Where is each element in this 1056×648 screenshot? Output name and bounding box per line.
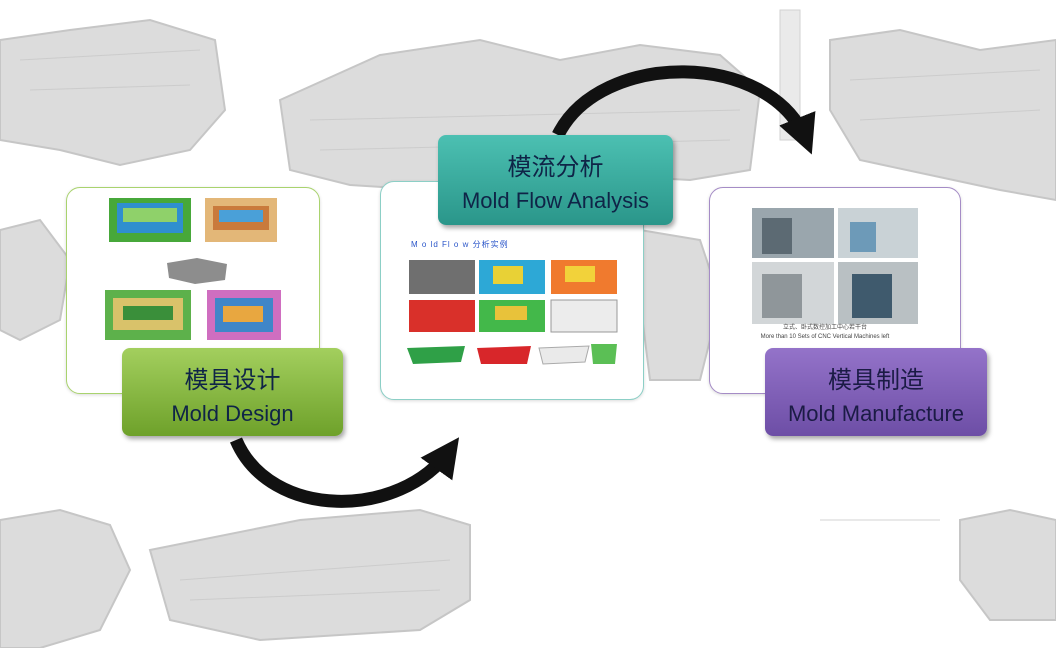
factory-caption: 立式、卧式数控加工中心若干台 More than 10 Sets of CNC … (730, 324, 920, 342)
bg-bumper-center (148, 508, 471, 642)
mold-design-thumbnails (105, 198, 281, 340)
step-mold-manufacture: 模具制造 Mold Manufacture (765, 348, 987, 436)
bg-dashboard-left (0, 18, 227, 167)
bg-dashboard-mid-left (0, 218, 72, 342)
mold-design-image-1 (109, 198, 191, 242)
mold-design-image-3 (167, 258, 227, 284)
mold-design-image-5 (207, 290, 281, 340)
factory-photo-3 (752, 262, 834, 324)
bg-bumper-left (0, 508, 132, 648)
bg-bumper-right (959, 508, 1056, 621)
step-mold-flow-en: Mold Flow Analysis (461, 188, 650, 213)
factory-photo-4 (838, 262, 918, 324)
factory-photo-2 (838, 208, 918, 258)
mold-design-image-2 (205, 198, 277, 242)
step-mold-design-en: Mold Design (171, 401, 294, 426)
flow-card-title: M o ld Fl o w 分析实例 (411, 240, 509, 249)
step-mold-manufacture-en: Mold Manufacture (787, 401, 965, 426)
step-mold-design-cn: 模具设计 (184, 366, 281, 394)
factory-caption-cn: 立式、卧式数控加工中心若干台 (782, 325, 867, 331)
factory-photo-1 (752, 208, 834, 258)
mold-manufacture-photos (752, 208, 918, 324)
arrow-flow-to-manufacture (552, 65, 816, 155)
mold-flow-thumbnails (407, 260, 618, 365)
flow-image-row-3 (407, 344, 617, 365)
step-mold-flow-cn: 模流分析 (507, 153, 604, 181)
flow-image-row-1 (409, 260, 617, 294)
factory-caption-en: More than 10 Sets of CNC Vertical Machin… (760, 334, 890, 340)
mold-design-image-4 (105, 290, 191, 340)
step-mold-flow-analysis: 模流分析 Mold Flow Analysis (438, 135, 673, 225)
arrow-design-to-flow (230, 437, 460, 508)
step-mold-manufacture-cn: 模具制造 (828, 366, 924, 394)
flow-image-row-2 (409, 299, 618, 333)
step-mold-design: 模具设计 Mold Design (122, 348, 343, 436)
